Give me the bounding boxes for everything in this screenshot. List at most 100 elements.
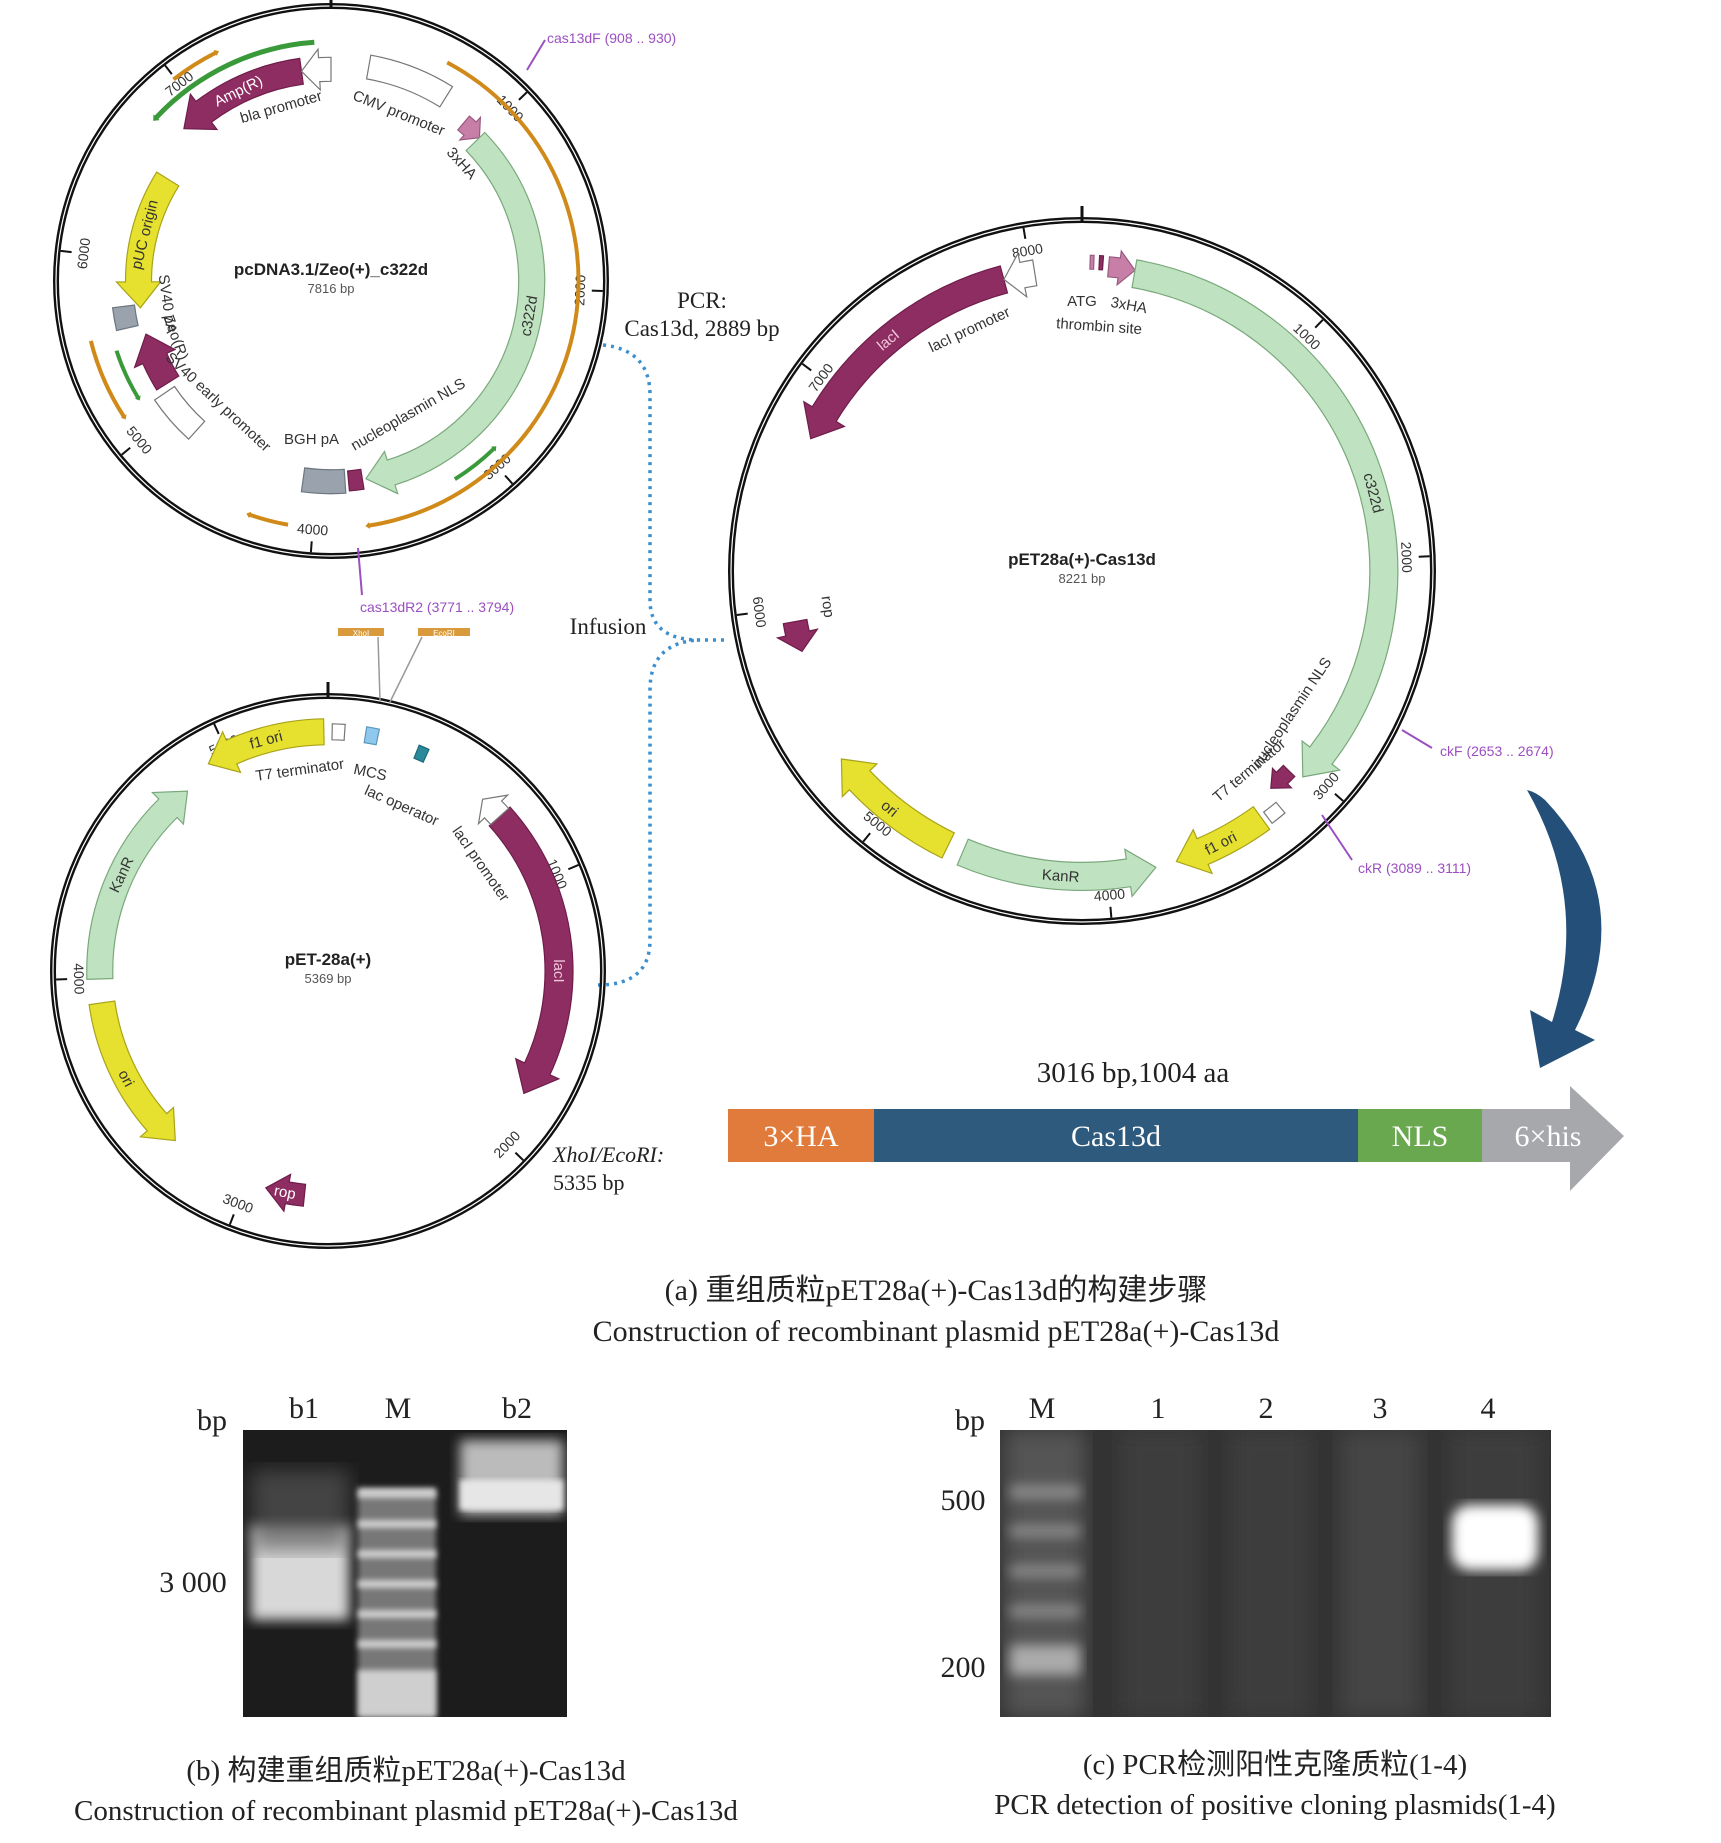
primer-label-cas13df: cas13dF (908 .. 930) <box>547 30 676 46</box>
gel-c: bp M 1 2 3 4 500 200 (c) PCR检测阳性克隆质粒(1-4… <box>941 1392 1556 1821</box>
site-tag-ecori <box>418 628 470 636</box>
digest-size-label: 5335 bp <box>553 1170 625 1195</box>
ladder-band <box>1010 1605 1080 1617</box>
feature-bla-promoter <box>300 47 332 92</box>
gel-b-lane-label: b1 <box>289 1392 319 1425</box>
feature-laci <box>802 265 1009 440</box>
feature-label-kanr: KanR <box>1041 867 1080 887</box>
primer-label-ckr: ckR (3089 .. 3111) <box>1358 860 1471 876</box>
scale-tick <box>164 64 173 75</box>
segment-label-nls: NLS <box>1392 1120 1449 1153</box>
ladder-band <box>358 1640 436 1648</box>
pcr-connector <box>602 343 725 642</box>
feature-label-rop: rop <box>273 1182 298 1203</box>
caption-a-zh: (a) 重组质粒pET28a(+)-Cas13d的构建步骤 <box>665 1274 1208 1307</box>
segment-3xha <box>728 1109 874 1162</box>
feature-t7-terminator <box>331 723 346 741</box>
ladder-band <box>1010 1525 1080 1537</box>
plasmid-name: pET-28a(+) <box>285 950 371 969</box>
feature-label-thrombin: thrombin site <box>1056 315 1143 338</box>
feature-t7-terminator <box>1262 801 1286 825</box>
feature-zeo <box>133 333 180 391</box>
scale-tick <box>228 1214 235 1226</box>
scale-tick-label: 6000 <box>750 596 770 629</box>
ladder-band <box>1010 1645 1080 1675</box>
scale-tick <box>1109 906 1113 918</box>
feature-puc-origin <box>115 171 180 309</box>
construct-bar: 3×HA Cas13d NLS 6×his <box>728 1086 1624 1191</box>
feature-amp <box>183 57 304 131</box>
feature-label-ori: ori <box>114 1067 137 1090</box>
plasmid-name: pET28a(+)-Cas13d <box>1008 550 1156 569</box>
primer-marker-ckr <box>1321 814 1353 861</box>
ladder-band <box>358 1550 436 1558</box>
pcr-label: PCR: <box>677 288 727 313</box>
gel-b-lane-label: M <box>385 1392 412 1425</box>
infusion-label: Infusion <box>570 614 647 639</box>
feature-kanr <box>956 838 1157 898</box>
feature-atg-marker <box>1098 254 1105 271</box>
caption-c-en: PCR detection of positive cloning plasmi… <box>994 1789 1555 1821</box>
feature-ori <box>88 1000 176 1142</box>
gel-c-lane-label: 2 <box>1259 1392 1274 1425</box>
construct-size-label: 3016 bp,1004 aa <box>1037 1057 1230 1089</box>
ladder-band <box>1010 1485 1080 1499</box>
feature-mcs <box>363 726 381 746</box>
segment-nls <box>1358 1109 1482 1162</box>
segment-label-3xha: 3×HA <box>763 1120 839 1153</box>
pcr-product-label: Cas13d, 2889 bp <box>624 316 779 341</box>
curved-arrow <box>1527 790 1602 1068</box>
gel-b-unit: bp <box>197 1404 227 1437</box>
feature-nls <box>346 468 365 492</box>
gel-c-lane-label: M <box>1029 1392 1056 1425</box>
scale-tick <box>801 363 812 372</box>
gel-c-marker-label: 500 <box>941 1484 986 1517</box>
site-label-xhoi: XhoI <box>353 629 369 638</box>
scale-tick-label: 6000 <box>74 237 93 270</box>
primer-label-ckf: ckF (2653 .. 2674) <box>1440 743 1554 759</box>
scale-tick <box>213 723 220 735</box>
gel-c-marker-label: 200 <box>941 1651 986 1684</box>
scale-tick <box>514 1151 525 1162</box>
plasmid-size: 8221 bp <box>1059 571 1106 586</box>
feature-label-rop: rop <box>818 595 838 619</box>
feature-3xha <box>1107 249 1136 287</box>
scale-tick-label: 2000 <box>1398 541 1415 573</box>
gel-lane-1 <box>1120 1430 1200 1717</box>
gel-c-lane-label: 1 <box>1151 1392 1166 1425</box>
gel-c-lane-label: 3 <box>1373 1392 1388 1425</box>
gel-b: bp b1 M b2 3 000 (b) 构建重组质粒pET28a(+)-Cas… <box>74 1392 738 1827</box>
feature-label-sv40pa: SV40 pA <box>155 274 180 335</box>
feature-sv40-pa <box>111 304 139 332</box>
primer-marker-ckf <box>1401 729 1433 749</box>
feature-3xha <box>456 115 482 141</box>
feature-sv40-early-promoter <box>153 385 206 440</box>
feature-orange-line <box>88 340 127 420</box>
gel-lane-4 <box>1450 1430 1540 1717</box>
scale-tick <box>1334 792 1344 802</box>
feature-label-mcs: MCS <box>352 761 388 785</box>
site-line-xhoi <box>377 636 381 701</box>
feature-label-t7: T7 terminator <box>254 756 345 785</box>
feature-label-t7: T7 terminator <box>1210 735 1289 805</box>
feature-green-line <box>453 446 497 481</box>
caption-c-zh: (c) PCR检测阳性克隆质粒(1-4) <box>1083 1748 1467 1781</box>
feature-bgh-pa <box>300 467 347 495</box>
feature-laci-promoter <box>477 794 510 826</box>
gel-b-marker-label: 3 000 <box>159 1566 227 1599</box>
feature-c322d <box>1131 259 1399 778</box>
gel-lane-2 <box>1230 1430 1310 1717</box>
feature-f1-ori <box>1175 805 1271 875</box>
feature-label-bgh: BGH pA <box>284 431 339 448</box>
segment-cas13d <box>874 1109 1358 1162</box>
ladder-band <box>1010 1565 1080 1577</box>
feature-atg <box>1089 254 1095 270</box>
ladder-band <box>358 1610 436 1618</box>
plasmid-name: pcDNA3.1/Zeo(+)_c322d <box>234 260 428 279</box>
scale-tick-label: 4000 <box>71 963 88 995</box>
feature-f1-ori <box>207 718 325 774</box>
plasmid-map-pet28a: 10002000300040005000lacIlacI promoterf1 … <box>50 682 606 1249</box>
gel-b-lane-label: b2 <box>502 1392 532 1425</box>
